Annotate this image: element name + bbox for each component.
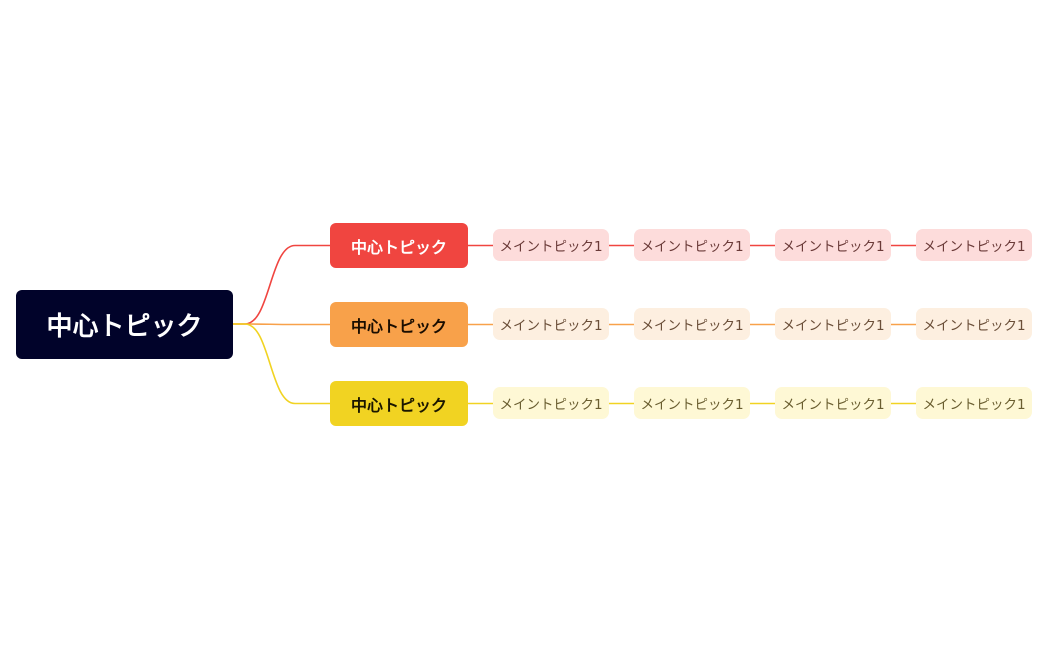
subtopic-yellow-4[interactable]: メイントピック1 — [916, 387, 1032, 419]
subtopic-orange-1[interactable]: メイントピック1 — [493, 308, 609, 340]
subtopic-yellow-3[interactable]: メイントピック1 — [775, 387, 891, 419]
subtopic-orange-2[interactable]: メイントピック1 — [634, 308, 750, 340]
subtopic-yellow-1[interactable]: メイントピック1 — [493, 387, 609, 419]
subtopic-orange-3[interactable]: メイントピック1 — [775, 308, 891, 340]
subtopic-orange-4[interactable]: メイントピック1 — [916, 308, 1032, 340]
main-topic-red[interactable]: 中心トピック — [330, 223, 468, 268]
main-topic-yellow[interactable]: 中心トピック — [330, 381, 468, 426]
branch-connector — [233, 323, 330, 405]
main-topic-orange[interactable]: 中心トピック — [330, 302, 468, 347]
subtopic-yellow-2[interactable]: メイントピック1 — [634, 387, 750, 419]
subtopic-red-2[interactable]: メイントピック1 — [634, 229, 750, 261]
subtopic-red-4[interactable]: メイントピック1 — [916, 229, 1032, 261]
central-topic-node[interactable]: 中心トピック — [16, 290, 233, 359]
subtopic-red-3[interactable]: メイントピック1 — [775, 229, 891, 261]
branch-connector — [233, 244, 330, 325]
subtopic-red-1[interactable]: メイントピック1 — [493, 229, 609, 261]
